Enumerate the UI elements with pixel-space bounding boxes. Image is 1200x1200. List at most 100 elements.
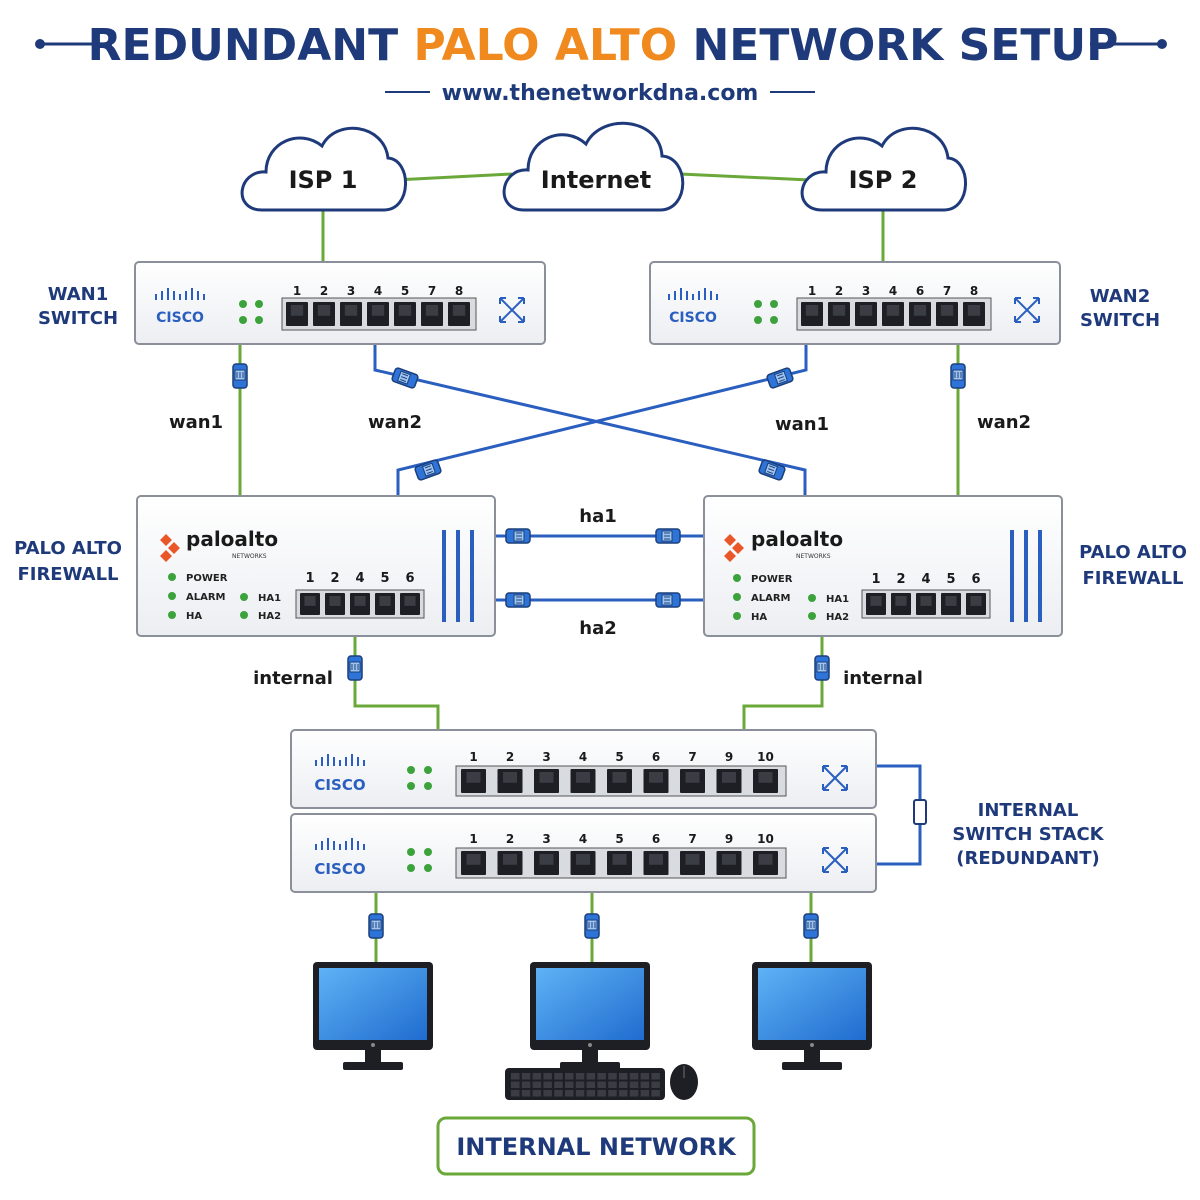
led-label: HA2: [826, 612, 849, 623]
port-socket: [945, 596, 957, 606]
rj45-connector-icon: [505, 528, 531, 544]
rj45-connector-icon: [368, 913, 384, 939]
footer-label: INTERNAL NETWORK: [456, 1133, 737, 1161]
port-number: 1: [305, 571, 314, 586]
link-right-internal: [742, 636, 824, 730]
footer-box: [436, 1116, 756, 1176]
port-number: 2: [835, 284, 843, 298]
title-part-1: REDUNDANT: [88, 20, 398, 71]
port-number: 5: [615, 832, 623, 846]
cloud-isp1: ISP 1: [240, 126, 407, 212]
key: [597, 1081, 606, 1088]
key: [586, 1090, 596, 1097]
page-title: REDUNDANT PALO ALTO NETWORK SETUP: [88, 20, 1119, 71]
port-number: 1: [469, 832, 477, 846]
port-socket: [886, 305, 900, 316]
paloalto-logo-icon: [724, 534, 744, 562]
switch-brand: CISCO: [156, 310, 204, 326]
status-led: [240, 593, 248, 601]
rj45-connector-icon: [232, 363, 248, 389]
port-number: 5: [615, 750, 623, 764]
port-socket: [859, 305, 873, 316]
key: [619, 1081, 628, 1088]
firewall-left-label-1: PALO ALTO: [14, 538, 122, 559]
port-socket: [452, 305, 466, 316]
key: [575, 1073, 585, 1080]
cloud-label-internet: Internet: [541, 166, 651, 194]
port-number: 4: [579, 832, 587, 846]
status-leds: [407, 766, 432, 790]
firewall-left-label-2: FIREWALL: [17, 564, 118, 585]
port-socket: [344, 305, 358, 316]
rj45-connector-icon: [950, 363, 966, 389]
cloud-internet: Internet: [502, 121, 685, 212]
port-socket: [870, 596, 882, 606]
key: [575, 1090, 585, 1097]
port-socket: [612, 854, 627, 865]
cloud-label-isp1: ISP 1: [289, 166, 358, 194]
title-part-2: PALO ALTO: [413, 20, 677, 71]
key: [597, 1073, 606, 1080]
key: [608, 1090, 617, 1097]
port-number: 6: [405, 571, 414, 586]
monitor-icon: [752, 962, 872, 1070]
port-number: 7: [428, 284, 436, 298]
port-socket: [466, 772, 481, 783]
rj45-connector-icon: [505, 592, 531, 608]
firewall-brand-sub: NETWORKS: [796, 553, 831, 560]
link-label-right-internal: internal: [843, 668, 923, 689]
stack-label-2: SWITCH STACK: [952, 824, 1104, 845]
switch-brand: CISCO: [314, 860, 365, 878]
link-wan2-switch-to-left-fw: [396, 344, 808, 496]
port-number: 5: [380, 571, 389, 586]
port-number: 3: [542, 750, 550, 764]
port-number: 4: [374, 284, 382, 298]
port-socket: [913, 305, 927, 316]
port-socket: [290, 305, 304, 316]
key: [629, 1081, 639, 1088]
key: [629, 1073, 639, 1080]
port-socket: [539, 772, 554, 783]
led-label: POWER: [751, 574, 793, 585]
wan1-switch-label-1: WAN1: [48, 284, 109, 305]
status-led: [168, 611, 176, 619]
port-number: 3: [347, 284, 355, 298]
port-socket: [805, 305, 819, 316]
key: [586, 1081, 596, 1088]
port-number: 2: [506, 832, 514, 846]
link-label-left-wan2: wan2: [368, 412, 422, 433]
title-dot-right: [1157, 39, 1167, 49]
key: [543, 1073, 552, 1080]
firewall-brand-sub: NETWORKS: [232, 553, 267, 560]
cloud-label-isp2: ISP 2: [849, 166, 918, 194]
port-number: 3: [862, 284, 870, 298]
port-socket: [685, 854, 700, 865]
key: [521, 1090, 531, 1097]
port-socket: [503, 772, 517, 783]
stack-cable-connector-icon: [913, 799, 927, 825]
port-number: 1: [293, 284, 301, 298]
port-number: 1: [469, 750, 477, 764]
link-label-right-wan1: wan1: [775, 414, 829, 435]
status-leds: [239, 300, 263, 324]
rj45-connector-icon: [757, 458, 787, 482]
key: [651, 1081, 660, 1088]
key: [619, 1090, 628, 1097]
port-number: 2: [896, 572, 905, 587]
key: [532, 1081, 542, 1088]
rj45-connector-icon: [803, 913, 819, 939]
key: [565, 1073, 574, 1080]
key: [521, 1081, 531, 1088]
header: REDUNDANT PALO ALTO NETWORK SETUP www.th…: [35, 20, 1167, 106]
status-led: [808, 594, 816, 602]
rj45-connector-icon: [814, 655, 830, 681]
key: [651, 1073, 660, 1080]
led-label: POWER: [186, 573, 228, 584]
link-isp1-internet: [394, 172, 513, 182]
link-label-left-wan1: wan1: [169, 412, 223, 433]
